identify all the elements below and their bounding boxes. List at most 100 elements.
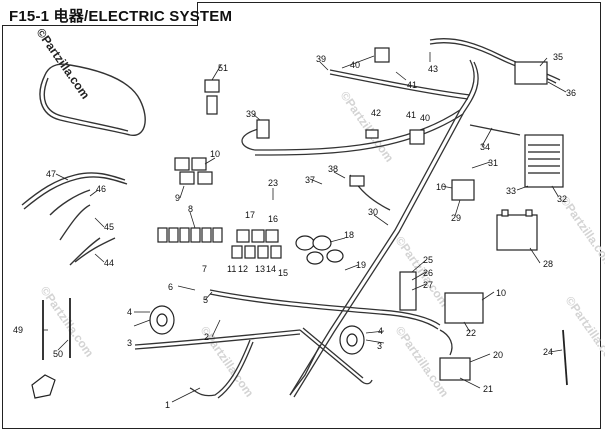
callout-33: 33 <box>506 186 516 196</box>
part-8-fuse <box>168 227 179 243</box>
battery-terminal <box>501 209 509 217</box>
callout-34: 34 <box>480 142 490 152</box>
callout-49: 49 <box>13 325 23 335</box>
part-17 <box>236 229 250 243</box>
part-51 <box>204 79 220 93</box>
callout-20: 20 <box>493 350 503 360</box>
part-4-horn-center <box>346 333 358 347</box>
callout-9: 9 <box>175 193 180 203</box>
callout-4: 4 <box>378 326 383 336</box>
callout-29: 29 <box>451 213 461 223</box>
part-14 <box>257 245 269 259</box>
callout-28: 28 <box>543 259 553 269</box>
part-17 <box>251 229 265 243</box>
callout-6: 6 <box>168 282 173 292</box>
part-18-socket <box>312 235 332 251</box>
callout-47: 47 <box>46 169 56 179</box>
part-51-plug <box>206 95 218 115</box>
part-42 <box>365 129 379 139</box>
callout-labels: 1 2 3 3 4 4 5 6 7 8 9 10 10 10 11 12 13 … <box>13 52 576 410</box>
part-15 <box>270 245 282 259</box>
part-8-fuse <box>212 227 223 243</box>
part-40-sensor <box>409 129 425 145</box>
cables-left <box>21 63 146 266</box>
callout-13: 13 <box>255 264 265 274</box>
part-32-regulator <box>524 134 564 188</box>
page-title: F15-1 电器/ELECTRIC SYSTEM <box>9 8 233 25</box>
watermark: ©Partzilla.com <box>38 284 97 360</box>
title-box: F15-1 电器/ELECTRIC SYSTEM <box>2 2 232 26</box>
callout-31: 31 <box>488 158 498 168</box>
part-18-socket <box>295 235 315 251</box>
part-35-box <box>514 61 548 85</box>
callout-2: 2 <box>204 332 209 342</box>
callout-37: 37 <box>305 175 315 185</box>
part-10-relay <box>197 171 213 185</box>
part-40-sensor <box>374 47 390 63</box>
callout-18: 18 <box>344 230 354 240</box>
part-3-horn-center <box>156 313 168 327</box>
part-10-relay <box>191 157 207 171</box>
part-25-coil <box>399 271 417 311</box>
callout-39: 39 <box>246 109 256 119</box>
callout-14: 14 <box>266 264 276 274</box>
main-wiring-harness <box>134 38 561 399</box>
callout-50: 50 <box>53 349 63 359</box>
part-39 <box>256 119 270 139</box>
callout-32: 32 <box>557 194 567 204</box>
callout-36: 36 <box>566 88 576 98</box>
callout-16: 16 <box>268 214 278 224</box>
watermark: ©Partzilla.com <box>563 294 605 370</box>
callout-40: 40 <box>350 60 360 70</box>
callout-35: 35 <box>553 52 563 62</box>
callout-26: 26 <box>423 268 433 278</box>
callout-23: 23 <box>268 178 278 188</box>
callout-51: 51 <box>218 63 228 73</box>
clip <box>31 374 56 399</box>
watermark: ©Partzilla.com <box>338 89 397 165</box>
callout-39: 39 <box>316 54 326 64</box>
callout-3: 3 <box>127 338 132 348</box>
callout-30: 30 <box>368 207 378 217</box>
callout-38: 38 <box>328 164 338 174</box>
part-13 <box>244 245 256 259</box>
callout-43: 43 <box>428 64 438 74</box>
part-28-battery <box>496 214 538 251</box>
callout-41: 41 <box>406 110 416 120</box>
part-22-module <box>444 292 484 324</box>
callout-45: 45 <box>104 222 114 232</box>
callout-8: 8 <box>188 204 193 214</box>
callout-15: 15 <box>278 268 288 278</box>
part-8-fuse <box>157 227 168 243</box>
rods <box>42 298 568 386</box>
callout-27: 27 <box>423 280 433 290</box>
callout-25: 25 <box>423 255 433 265</box>
callout-4: 4 <box>127 307 132 317</box>
callout-19: 19 <box>356 260 366 270</box>
callout-22: 22 <box>466 328 476 338</box>
callout-12: 12 <box>238 264 248 274</box>
part-18-socket <box>326 249 344 263</box>
callout-24: 24 <box>543 347 553 357</box>
callout-11: 11 <box>227 264 236 274</box>
components <box>149 47 564 381</box>
part-8-fuse <box>190 227 201 243</box>
callout-17: 17 <box>245 210 255 220</box>
part-16 <box>265 229 279 243</box>
callout-10: 10 <box>436 182 446 192</box>
part-8-fuse <box>201 227 212 243</box>
watermark: ©Partzilla.com <box>558 194 605 270</box>
callout-42: 42 <box>371 108 381 118</box>
battery-terminal <box>525 209 533 217</box>
callout-1: 1 <box>165 400 170 410</box>
leader-lines <box>43 52 567 403</box>
part-10-relay <box>179 171 195 185</box>
callout-5: 5 <box>203 295 208 305</box>
part-38-sensor <box>349 175 365 187</box>
callout-40: 40 <box>420 113 430 123</box>
callout-46: 46 <box>96 184 106 194</box>
callout-7: 7 <box>202 264 207 274</box>
part-29-relay <box>451 179 475 201</box>
diagram-frame <box>2 2 601 429</box>
